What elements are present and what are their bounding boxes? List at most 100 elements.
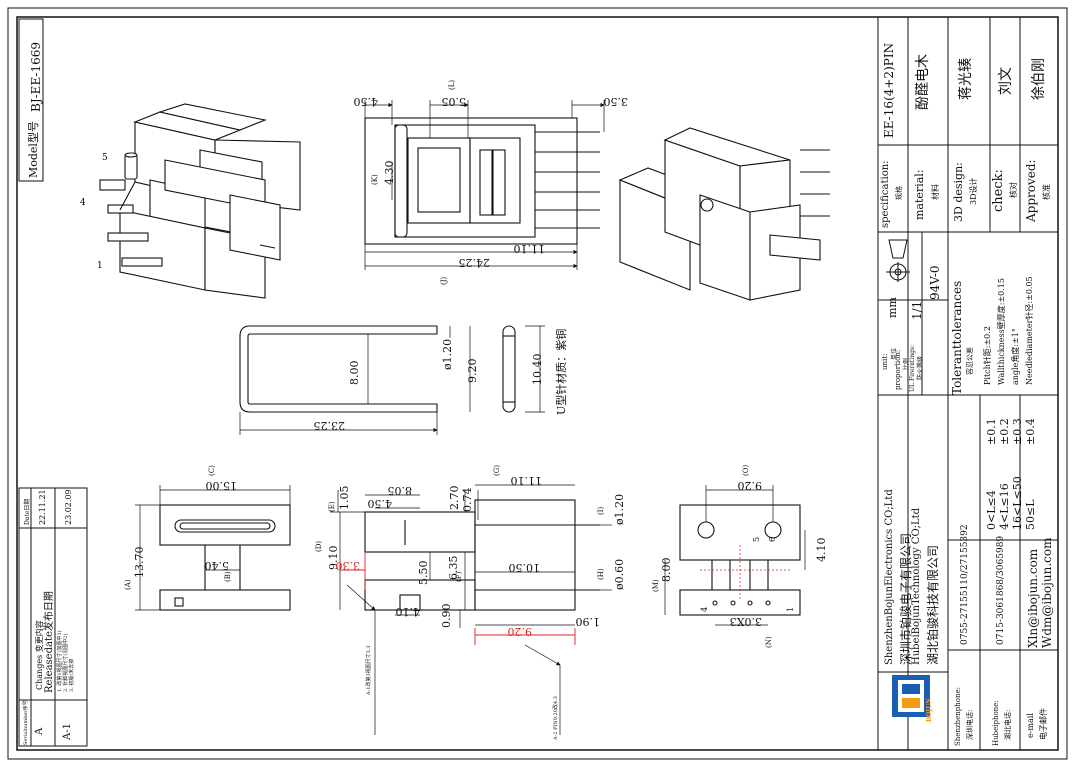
- sz-phone-label: Shenzhenphone:: [954, 686, 962, 746]
- tol-value-1: ±0.1: [985, 418, 998, 445]
- dim-410-b: 4.10: [815, 537, 828, 563]
- tol-value-2: ±0.2: [998, 418, 1011, 445]
- tol-note-3: angle角度:±1°: [1011, 328, 1020, 385]
- dim-410-a: 4.10: [395, 605, 421, 618]
- letter-k: (K): [371, 174, 379, 185]
- rev-a-date: 22.11.21: [38, 489, 47, 525]
- pin-label-6: 6: [768, 536, 777, 542]
- email-cn: 电子邮件: [1039, 708, 1048, 740]
- design-label: 3D design:: [952, 162, 965, 222]
- iso-view-right: [618, 127, 830, 301]
- dim-2325: 23.25: [313, 419, 346, 432]
- dim-1110-a: 11.10: [513, 242, 546, 255]
- check-label: check:: [991, 169, 1006, 212]
- company-cn-2: 湖北铂骏科技有限公司: [926, 544, 940, 665]
- side-view: [159, 504, 291, 611]
- company-en-2: HubeiBojunTechnology CO;Ltd: [911, 507, 922, 665]
- model-value: BJ-EE-1669: [29, 41, 43, 112]
- rev-header-date: Date日期: [24, 498, 31, 525]
- email-2: Wdm@ibojun.com: [1040, 537, 1054, 648]
- pin-label-4b: 4: [700, 606, 709, 612]
- iso-view-left: [99, 103, 301, 299]
- letter-h: (H): [597, 568, 605, 580]
- dim-270: 2.70: [448, 485, 461, 511]
- dim-920-b: 9.20: [737, 479, 763, 492]
- check-cn: 核对: [1009, 182, 1018, 198]
- hb-phone: 0715-3061868/3065989: [996, 535, 1006, 645]
- dim-805: 8.05: [387, 484, 413, 497]
- revision-table: [18, 487, 88, 747]
- title-block-frame: [877, 16, 1059, 751]
- tol-range-4: 50≤L: [1024, 499, 1037, 530]
- letter-m: (M): [652, 579, 660, 592]
- rev-a-change: Releasedate发布日期: [44, 591, 55, 693]
- email-label: e-mail: [1026, 713, 1035, 738]
- letter-g: (G): [493, 464, 501, 476]
- tol-note-4: Needlediameter针径:±0.05: [1025, 276, 1034, 385]
- model-label: Model型号: [27, 121, 40, 178]
- dim-800-a: 8.00: [348, 360, 361, 386]
- pin-label-5: 5: [102, 153, 108, 163]
- dim-920-red: 9.20: [507, 625, 533, 638]
- hb-phone-label: Hubeiphone:: [992, 700, 1000, 746]
- approved-label: Approved:: [1024, 159, 1038, 222]
- design-cn: 3D设计: [969, 177, 978, 205]
- email-1: Xln@ibojun.com: [1026, 548, 1040, 648]
- tol-note-1: Pitch针距:±0.2: [983, 326, 992, 385]
- letter-a: (A): [124, 579, 132, 590]
- dim-120-b: ø1.20: [613, 493, 626, 525]
- fire-value: 94V-0: [928, 265, 942, 300]
- dim-1040: 10.40: [531, 353, 544, 386]
- front-view-dims: [364, 100, 605, 270]
- dim-330: 3.30: [335, 559, 361, 572]
- letter-n: (N): [765, 636, 773, 648]
- letter-o: (O): [742, 464, 750, 476]
- pin-note: U型针材质：紫铜: [555, 328, 568, 415]
- letter-d: (D): [315, 540, 323, 552]
- tol-range-1: 0<L≤4: [985, 490, 998, 530]
- material-value: 酚醛电木: [915, 54, 931, 110]
- material-label: material:: [913, 169, 926, 220]
- tol-range-3: 16<L≤50: [1011, 476, 1024, 530]
- pin-label-4: 4: [80, 198, 86, 208]
- tol-value-3: ±0.3: [1011, 418, 1024, 445]
- leader-lines: [346, 584, 561, 735]
- tol-value-4: ±0.4: [1024, 418, 1037, 445]
- red-dims: [340, 552, 576, 645]
- dim-920: 9.20: [466, 358, 479, 384]
- pin-label-1: 1: [97, 261, 103, 271]
- front-view: [364, 117, 600, 245]
- tol-range-2: 4<L≤16: [998, 483, 1011, 530]
- rev-a1-serial: A-1: [62, 723, 73, 740]
- dim-090: 0.90: [440, 603, 453, 629]
- dim-1110-b: 11.10: [510, 474, 543, 487]
- tol-note-2: Wallthickness壁厚度:±0.15: [997, 278, 1006, 385]
- design-value: 蒋光辏: [958, 58, 974, 100]
- u-pin-dims: [239, 325, 545, 435]
- model-box: [18, 18, 44, 182]
- proportion-value: 1/1: [910, 300, 924, 320]
- dim-074: 0.74: [461, 487, 474, 513]
- dim-30x3: 3.0X3: [729, 615, 762, 628]
- dim-505: 5.05: [441, 95, 467, 108]
- spec-value: EE-16(4+2)PIN: [882, 42, 896, 138]
- material-cn: 材料: [931, 184, 940, 200]
- dim-450: 4.50: [353, 95, 379, 108]
- sz-phone-cn: 深圳电话:: [966, 709, 974, 740]
- bojun-logo: [892, 675, 930, 717]
- dim-350: 3.50: [603, 95, 629, 108]
- side-view-dims: [135, 485, 291, 611]
- note-a1: A-1改第3视图尺寸3.3: [366, 645, 372, 695]
- approved-cn: 核准: [1042, 184, 1051, 200]
- letter-e: (E): [328, 501, 336, 512]
- dim-190: 1.90: [575, 615, 601, 628]
- unit-value: mm: [886, 297, 899, 318]
- check-value: 刘文: [998, 67, 1014, 95]
- rev-a1-date: 23.02.09: [64, 489, 73, 525]
- company-en-1: ShenzhenBojunElectronics CO;Ltd: [884, 489, 895, 665]
- dim-2425: 24.25: [458, 256, 491, 269]
- spec-cn: 规格: [895, 186, 903, 200]
- letter-j: (J): [440, 276, 448, 285]
